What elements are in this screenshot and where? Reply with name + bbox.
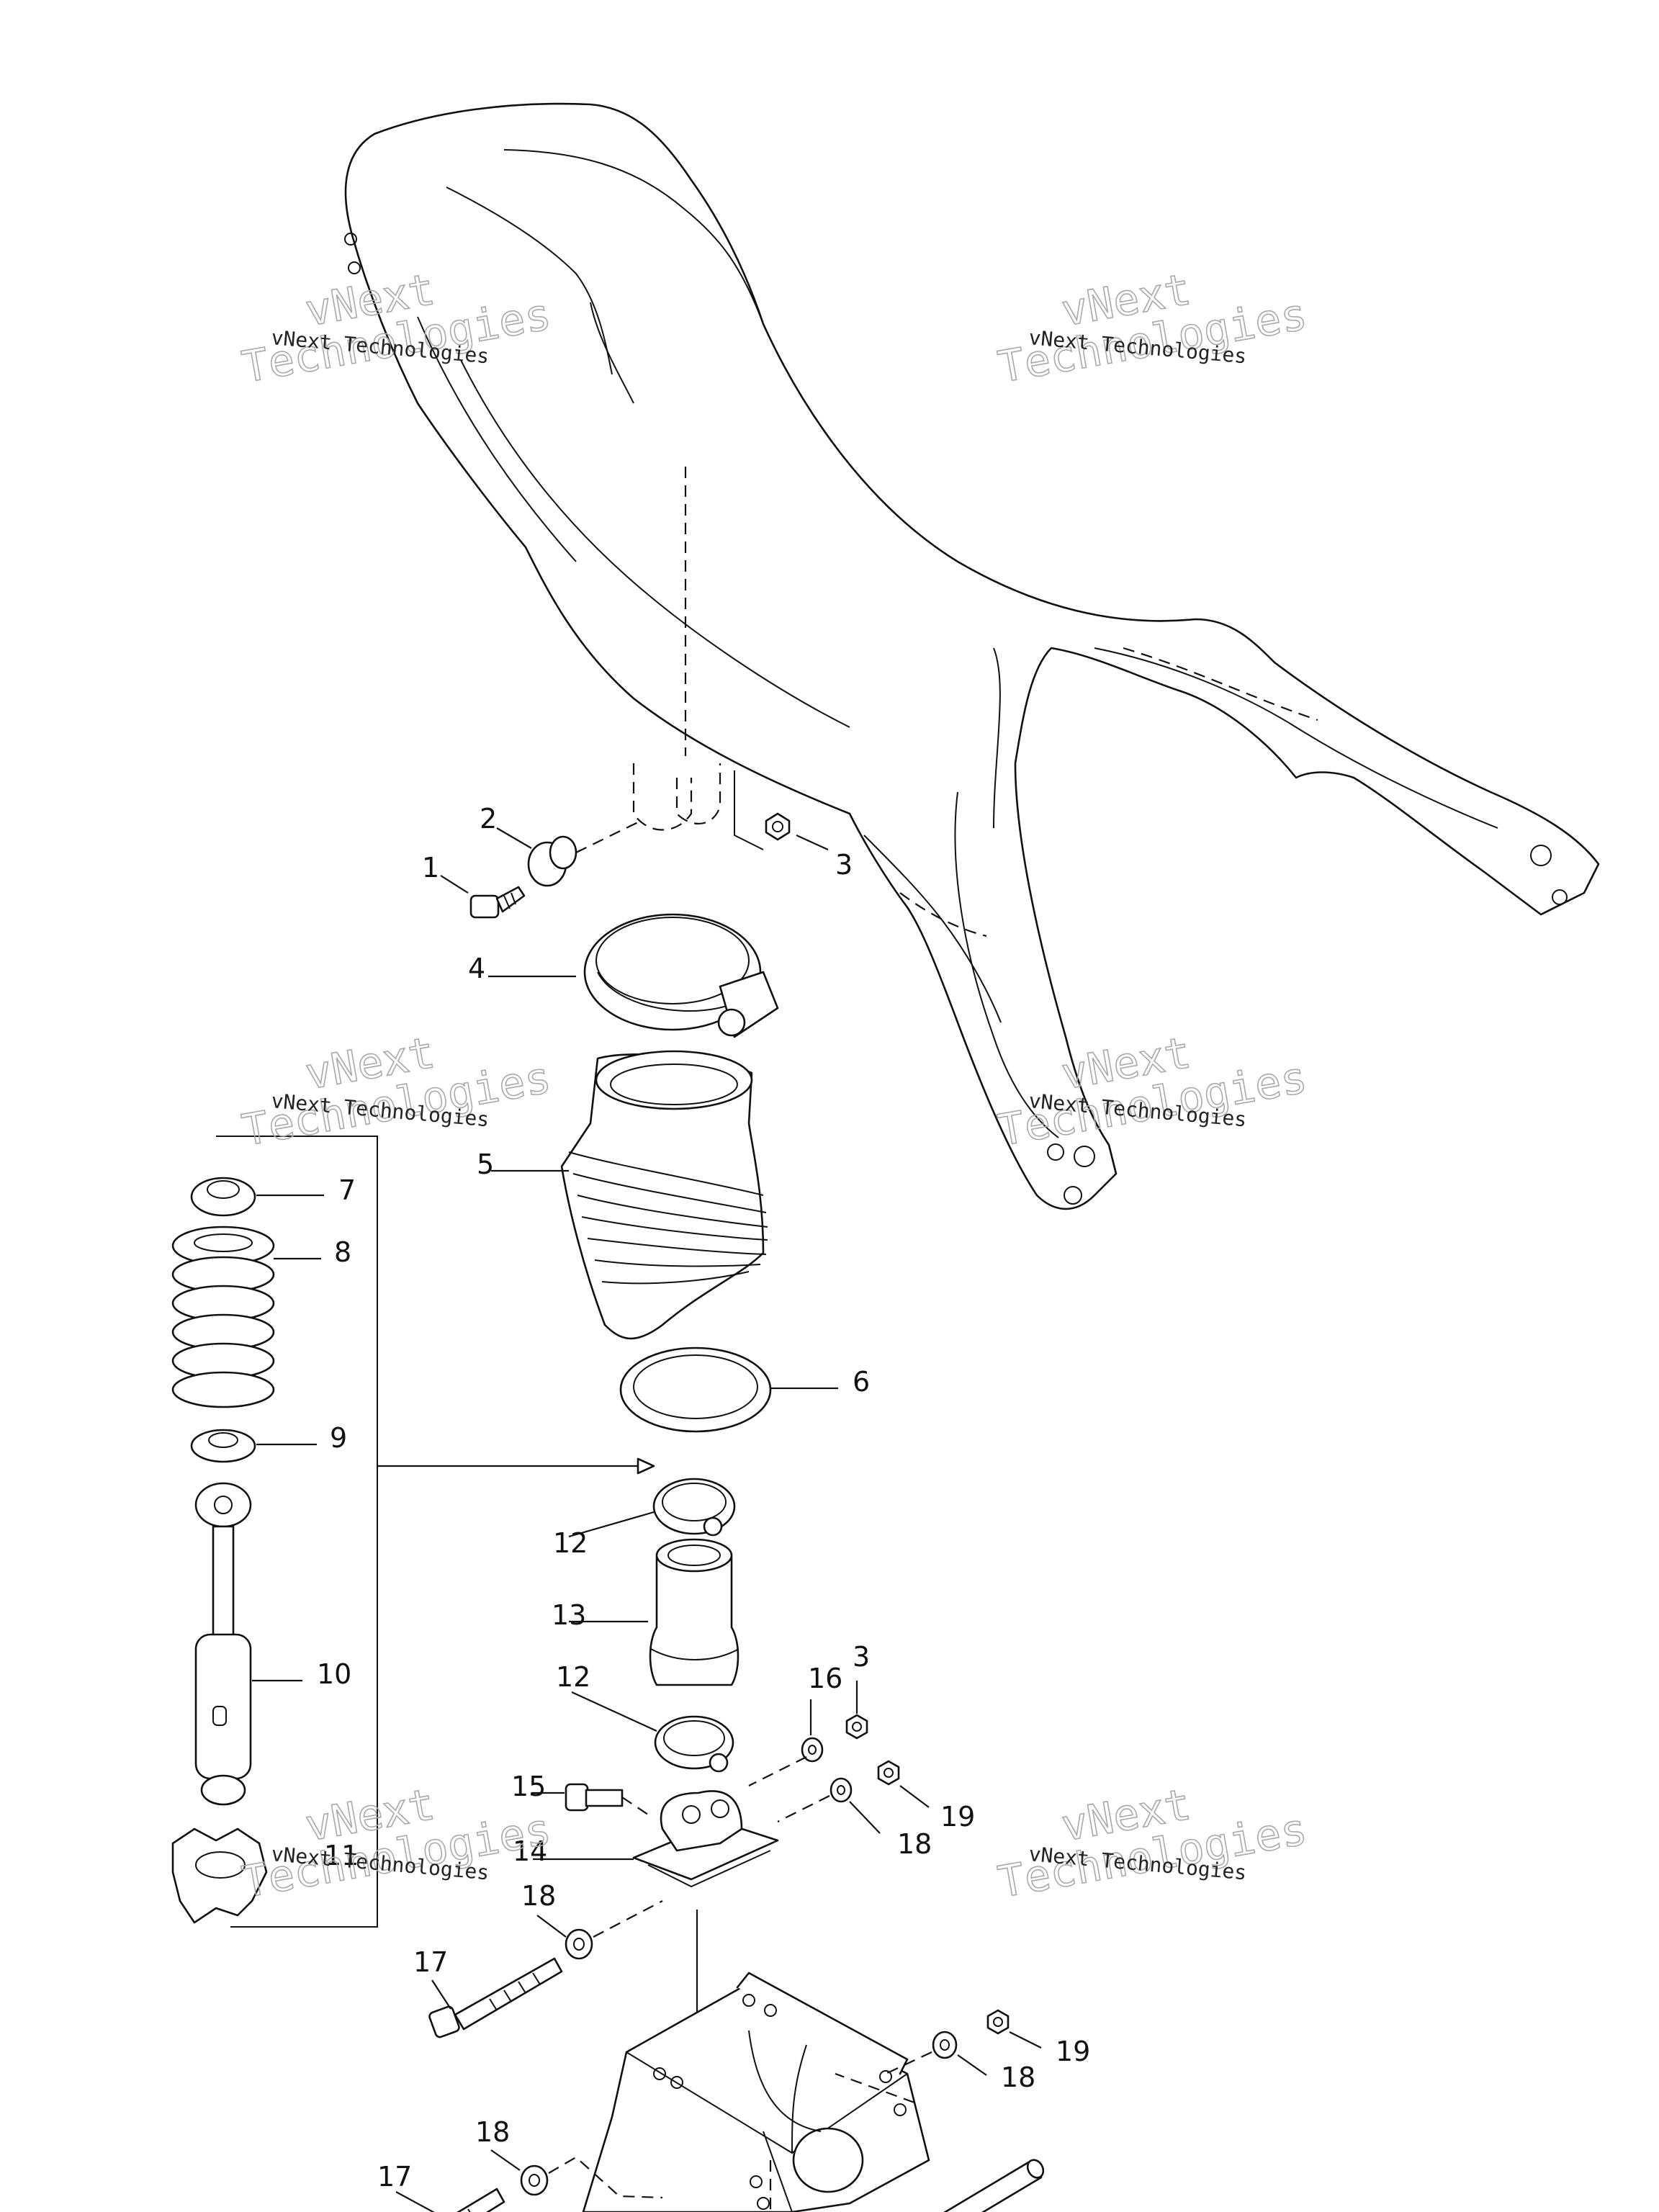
callout-2: 2 [480, 803, 497, 835]
callout-19: 19 [1056, 2036, 1090, 2067]
dash-18-right [885, 2051, 932, 2074]
part-17-long-bolt-lower [457, 2188, 505, 2212]
callout-18: 18 [475, 2116, 510, 2148]
part-15-bolt [565, 1783, 649, 1815]
part-7-spring-seat [190, 1177, 256, 1217]
part-9-lower-seat [190, 1429, 256, 1463]
part-17-long-bolt-upper [428, 1957, 563, 2038]
base-bracket [582, 1972, 930, 2212]
callout-9: 9 [330, 1422, 347, 1454]
callout-12: 12 [556, 1661, 590, 1693]
part-13-sleeve [649, 1538, 739, 1686]
part-19-nut-right [986, 2009, 1010, 2035]
callout-11: 11 [324, 1840, 359, 1871]
callout-16: 16 [808, 1663, 842, 1694]
callout-10: 10 [317, 1658, 351, 1690]
part-3-nut-lower [845, 1714, 868, 1740]
callout-18: 18 [897, 1828, 932, 1860]
callout-6: 6 [853, 1366, 870, 1398]
part-2-bushing [527, 820, 642, 887]
part-4-hose-clamp [583, 913, 779, 1038]
callout-3: 3 [835, 849, 853, 881]
part-12-clamp-lower [654, 1715, 734, 1773]
part-20-pin [943, 2159, 1045, 2212]
callout-8: 8 [334, 1236, 351, 1268]
callout-7: 7 [338, 1174, 356, 1206]
part-14-mount [632, 1790, 779, 1888]
part-12-clamp-upper [652, 1478, 736, 1537]
callout-13: 13 [552, 1599, 586, 1631]
part-18-washer-right [932, 2031, 958, 2059]
shock-absorber-assembly [171, 1136, 655, 1928]
part-19-nut-mid [877, 1760, 900, 1786]
part-18-washer-mid [830, 1777, 853, 1803]
dash-16 [748, 1756, 807, 1786]
callout-12: 12 [553, 1527, 588, 1559]
part-1-bolt [469, 886, 526, 919]
callout-18: 18 [1001, 2062, 1035, 2093]
part-6-ring [619, 1346, 772, 1433]
seat-frame [344, 102, 1600, 1210]
seat-bracket-hidden [632, 763, 764, 850]
callout-5: 5 [477, 1148, 494, 1180]
callout-3: 3 [853, 1641, 870, 1673]
callout-14: 14 [513, 1835, 547, 1867]
part-16-washer [801, 1737, 824, 1763]
part-3-nut-top [765, 812, 791, 841]
callout-19: 19 [940, 1801, 975, 1833]
part-18-washer-bottom [520, 2156, 663, 2199]
callout-18: 18 [521, 1880, 556, 1912]
callout-4: 4 [468, 953, 485, 984]
bellows-ridges [568, 1151, 768, 1285]
part-5-bellows-boot [560, 1050, 768, 1340]
dash-18-mid [777, 1795, 830, 1822]
part-18-washer-left [565, 1900, 663, 1960]
part-8-coil-spring [171, 1226, 275, 1408]
part-11-star-washer [171, 1827, 268, 1924]
callout-15: 15 [511, 1771, 546, 1802]
leader-lines [252, 827, 1042, 2212]
part-10-shock-body [194, 1482, 252, 1806]
callout-1: 1 [422, 852, 439, 884]
callout-17: 17 [377, 2161, 412, 2193]
callout-17: 17 [413, 1946, 448, 1978]
